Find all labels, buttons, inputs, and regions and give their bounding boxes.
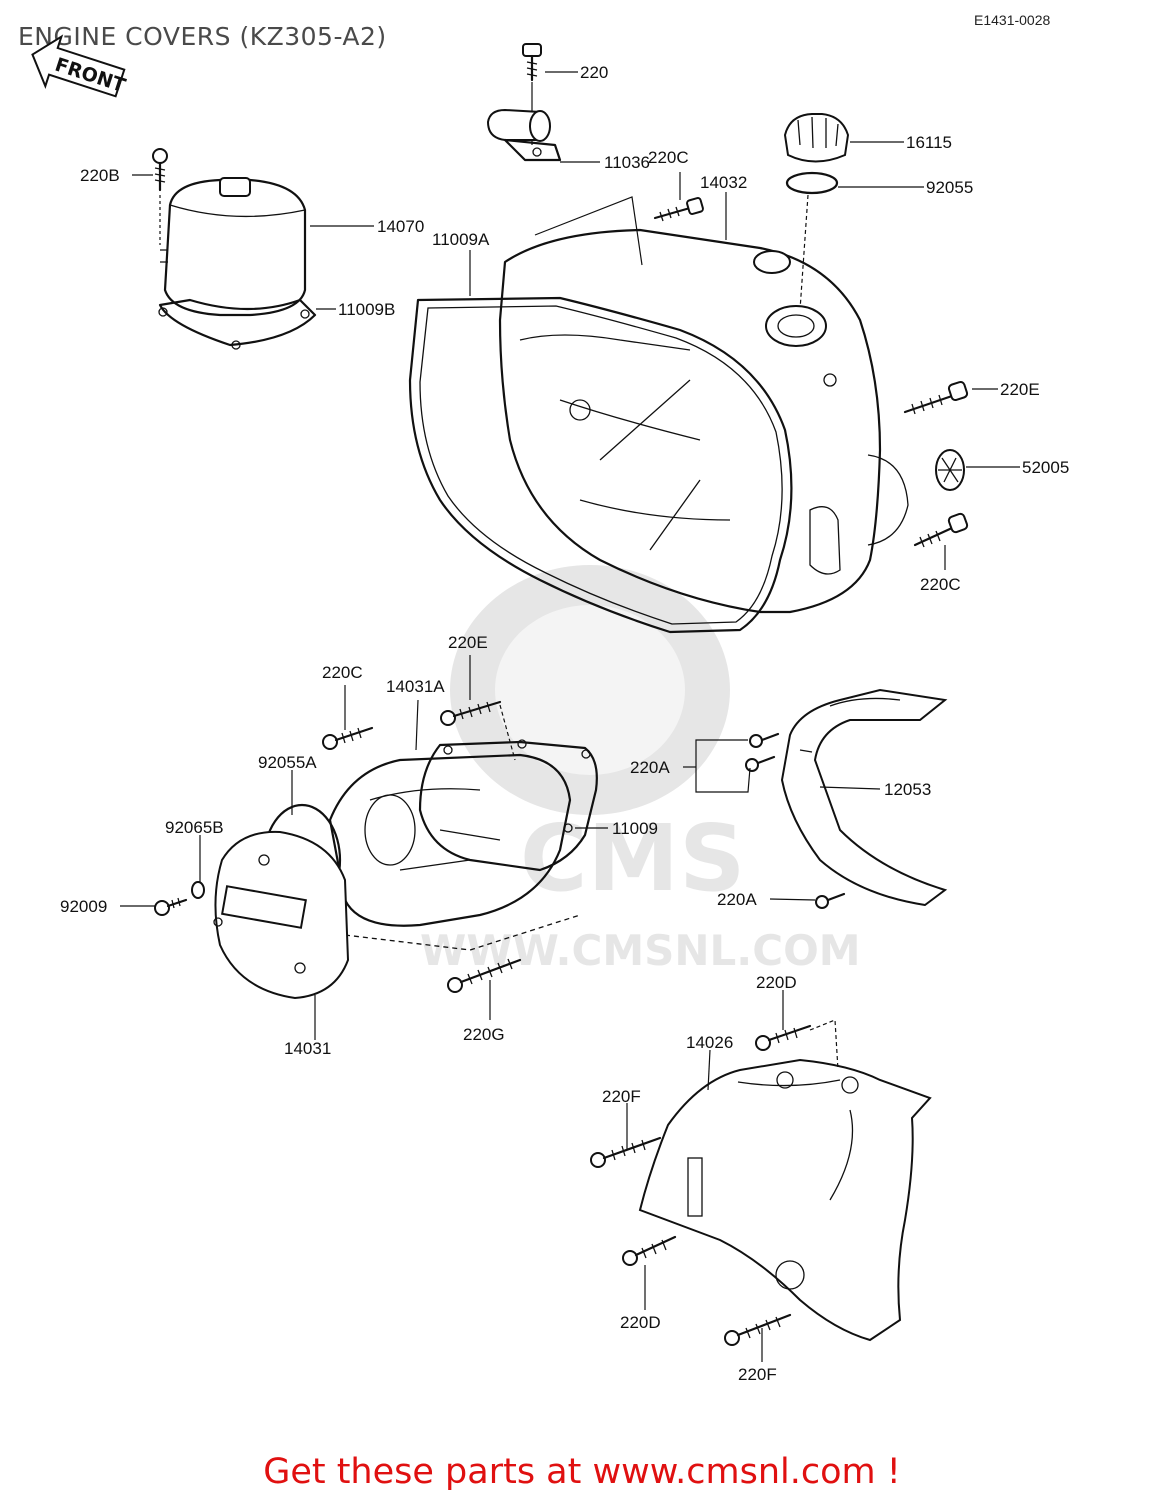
bolt-220E-mid <box>440 700 516 761</box>
label-92065B: 92065B <box>165 818 224 837</box>
label-220C-mid: 220C <box>322 663 363 682</box>
watermark: CMS WWW.CMSNL.COM <box>420 565 861 975</box>
bolt-220G <box>447 958 522 993</box>
bolt-220C-top <box>653 197 704 222</box>
part-16115-oil-cap <box>783 113 850 163</box>
part-14070-cover <box>160 177 307 317</box>
bolt-220C-mid <box>322 726 374 750</box>
bolt-220 <box>522 43 542 145</box>
bolt-220D-bot <box>622 1235 677 1266</box>
part-14031A-cover <box>328 753 581 951</box>
label-92009: 92009 <box>60 897 107 916</box>
bolt-220D-top <box>755 1019 839 1071</box>
label-220F-bot: 220F <box>738 1365 777 1384</box>
bolt-220F-bot <box>724 1313 792 1346</box>
label-11009A: 11009A <box>432 230 490 249</box>
label-11009: 11009 <box>612 819 658 838</box>
label-220A-bot: 220A <box>717 890 757 909</box>
part-labels: 220 16115 220B 11036 220C 14032 92055 14… <box>60 63 1069 1384</box>
page-title: ENGINE COVERS (KZ305-A2) <box>18 22 387 51</box>
watermark-url: WWW.CMSNL.COM <box>420 926 861 975</box>
leader-lines <box>120 71 1020 1362</box>
label-14026: 14026 <box>686 1033 733 1052</box>
front-arrow: FRONT <box>31 34 128 98</box>
part-14031-outer-cover <box>213 830 350 1000</box>
label-14031: 14031 <box>284 1039 331 1058</box>
label-220D-bot: 220D <box>620 1313 661 1332</box>
label-220F-left: 220F <box>602 1087 641 1106</box>
watermark-brand: CMS <box>520 805 745 912</box>
label-11036: 11036 <box>604 153 650 172</box>
bolt-220F-left <box>590 1136 662 1168</box>
label-14032: 14032 <box>700 173 747 192</box>
front-arrow-icon <box>31 34 126 98</box>
bolt-220C-right <box>913 512 969 548</box>
label-16115: 16115 <box>906 133 952 152</box>
bolt-220E-right <box>903 380 969 415</box>
diagram-code: E1431-0028 <box>974 12 1051 28</box>
part-11009B-gasket <box>158 298 317 350</box>
label-220C-right: 220C <box>920 575 961 594</box>
label-220C-top: 220C <box>648 148 689 167</box>
label-220: 220 <box>580 63 608 82</box>
bolt-220B <box>152 148 168 245</box>
part-14026-sprocket-cover <box>638 1058 932 1342</box>
bolt-220A-bot <box>815 892 846 909</box>
leader-220A-bracket-bottom <box>695 767 751 793</box>
label-92055: 92055 <box>926 178 973 197</box>
label-11009B: 11009B <box>338 300 395 319</box>
label-220D-top: 220D <box>756 973 797 992</box>
watermark-logo-inner <box>495 605 685 775</box>
label-14070: 14070 <box>377 217 424 236</box>
bolt-220A-top <box>745 732 780 772</box>
part-11036-bracket <box>486 108 562 162</box>
bolt-92009 <box>154 897 188 916</box>
part-11009A-gasket <box>408 296 793 634</box>
label-220E-mid: 220E <box>448 633 488 652</box>
label-220G: 220G <box>463 1025 505 1044</box>
exploded-parts-diagram: CMS WWW.CMSNL.COM FRONT <box>31 34 1069 1384</box>
part-92055-oring <box>785 171 839 311</box>
label-220B: 220B <box>80 166 120 185</box>
label-220A-top: 220A <box>630 758 670 777</box>
label-220E-right: 220E <box>1000 380 1040 399</box>
leader-11036-to-cover <box>534 196 643 266</box>
label-92055A: 92055A <box>258 753 317 772</box>
footer-link-text[interactable]: Get these parts at www.cmsnl.com ! <box>263 1452 901 1492</box>
washer-92065B <box>191 881 205 899</box>
part-52005-plug <box>935 449 965 491</box>
label-14031A: 14031A <box>386 677 445 696</box>
part-14032-crankcase-cover <box>498 228 909 614</box>
label-12053: 12053 <box>884 780 931 799</box>
leader-220A-bracket-top <box>695 739 748 768</box>
part-12053-guard <box>780 688 948 907</box>
label-52005: 52005 <box>1022 458 1069 477</box>
